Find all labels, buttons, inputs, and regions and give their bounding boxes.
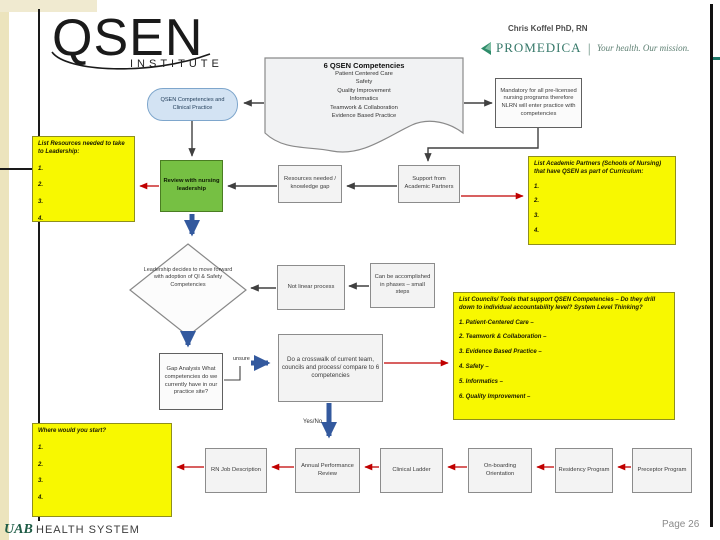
label-yes-no: Yes/No <box>303 419 323 425</box>
author-name: Chris Koffel PhD, RN <box>508 24 588 33</box>
note-councils: List Councils/ Tools that support QSEN C… <box>453 292 675 420</box>
document-title: 6 QSEN Competencies <box>323 61 405 70</box>
decision-diamond <box>129 243 247 337</box>
note-item: 6. Quality Improvement – <box>459 393 531 400</box>
box-annual-performance-review: Annual Performance Review <box>295 448 360 493</box>
note-item: 4. <box>534 227 540 234</box>
box-gap-analysis: Gap Analysis What competencies do we cur… <box>159 353 223 410</box>
document-shape <box>264 57 464 157</box>
promedica-logo: PROMEDICA | Your health. Our mission. <box>481 40 689 56</box>
document-line: Evidence Based Practice <box>331 112 397 119</box>
document-text: 6 QSEN Competencies Patient Centered Car… <box>268 61 460 120</box>
note-item: 3. <box>38 478 44 485</box>
label-unsure: unsure <box>233 356 250 362</box>
document-line: Patient Centered Care <box>335 71 393 77</box>
qsen-logo-institute: INSTITUTE <box>130 58 223 70</box>
box-preceptor-program: Preceptor Program <box>632 448 692 493</box>
note-item: 1. Patient-Centered Care – <box>459 319 534 326</box>
note-item: 2. <box>38 182 44 189</box>
frame-line-left <box>38 9 40 521</box>
box-crosswalk: Do a crosswalk of current team, councils… <box>278 334 383 402</box>
note-councils-title: List Councils/ Tools that support QSEN C… <box>459 297 656 311</box>
health-system-label: HEALTH SYSTEM <box>36 524 140 536</box>
page-number: Page 26 <box>662 519 700 530</box>
box-residency-program: Residency Program <box>555 448 613 493</box>
document-line: Informatics <box>349 96 379 103</box>
note-item: 4. Safety – <box>459 363 489 370</box>
frame-line-right <box>710 4 713 527</box>
uab-logo: UAB <box>4 522 33 537</box>
document-line: Teamwork & Collaboration <box>330 104 398 111</box>
box-resources-gap: Resources needed / knowledge gap <box>278 165 342 203</box>
note-item: 2. <box>38 461 44 468</box>
box-not-linear: Not linear process <box>277 265 345 310</box>
teal-accent-dash <box>713 57 720 60</box>
note-item: 5. Informatics – <box>459 378 504 385</box>
box-rn-job-description: RN Job Description <box>205 448 267 493</box>
document-line: Quality Improvement <box>337 87 391 94</box>
promedica-tagline: Your health. Our mission. <box>596 43 690 53</box>
slide-left-border <box>0 0 9 540</box>
note-item: 4. <box>38 495 44 502</box>
promedica-triangle-icon <box>481 41 491 55</box>
document-shape-outline <box>264 57 464 153</box>
note-item: 2. Teamwork & Collaboration – <box>459 334 547 341</box>
note-resources: List Resources needed to take to Leaders… <box>32 136 135 222</box>
note-where-start: Where would you start? 1. 2. 3. 4. <box>32 423 172 517</box>
note-item: 3. Evidence Based Practice – <box>459 349 542 356</box>
note-where-start-title: Where would you start? <box>38 428 107 434</box>
box-mandatory: Mandatory for all pre-licensed nursing p… <box>495 78 582 128</box>
note-item: 1. <box>534 183 540 190</box>
decision-text: Leadership decides to move forward with … <box>143 267 233 288</box>
slide-corner-block <box>0 0 97 12</box>
note-item: 1. <box>38 165 44 172</box>
note-item: 4. <box>38 215 44 222</box>
note-item: 1. <box>38 444 44 451</box>
note-item: 2. <box>534 198 540 205</box>
note-item: 3. <box>38 199 44 206</box>
frame-tick <box>0 168 38 170</box>
qsen-logo: QSEN <box>52 9 204 67</box>
oval-qsen-clinical-practice: QSEN Competencies and Clinical Practice <box>147 88 238 121</box>
box-clinical-ladder: Clinical Ladder <box>380 448 443 493</box>
promedica-wordmark: PROMEDICA <box>496 40 582 55</box>
note-partners-title: List Academic Partners (Schools of Nursi… <box>534 161 662 175</box>
box-phases: Can be accomplished in phases – small st… <box>370 263 435 308</box>
note-item: 3. <box>534 213 540 220</box>
qsen-logo-swash <box>51 51 211 70</box>
box-onboarding-orientation: On-boarding Orientation <box>468 448 532 493</box>
promedica-divider: | <box>587 40 591 56</box>
document-line: Safety <box>355 79 373 86</box>
box-academic-support: Support from Academic Partners <box>398 165 460 203</box>
note-resources-title: List Resources needed to take to Leaders… <box>38 141 125 155</box>
note-partners: List Academic Partners (Schools of Nursi… <box>528 156 676 245</box>
box-review-leadership: Review with nursing leadership <box>160 160 223 212</box>
